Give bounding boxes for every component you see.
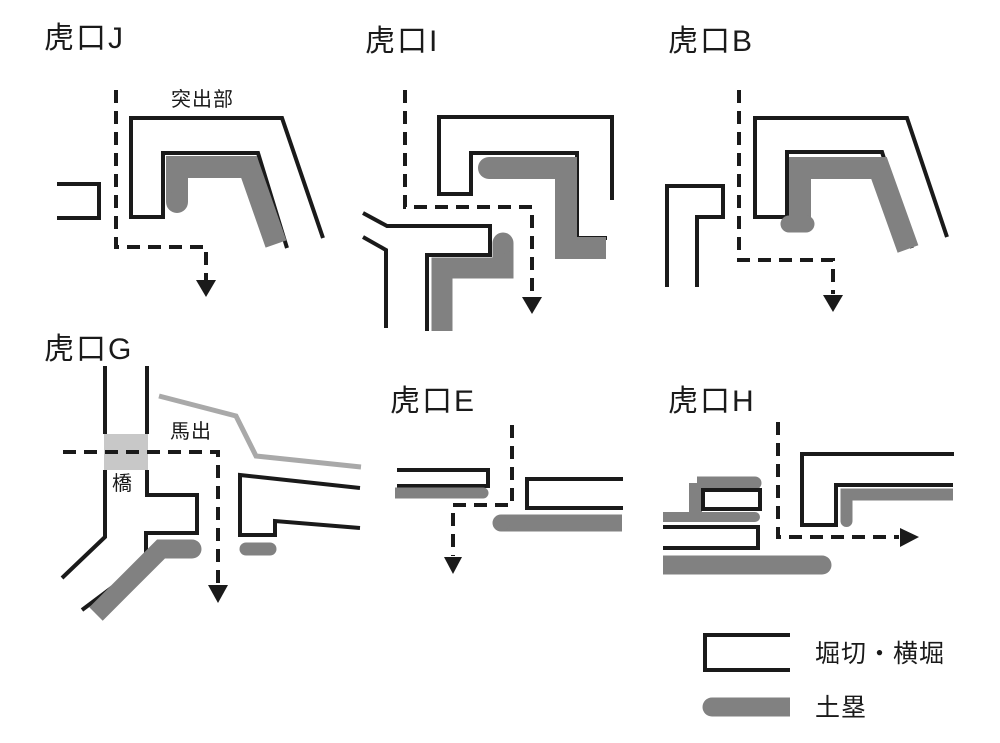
panel-koguchi-b: 虎口B bbox=[665, 25, 949, 312]
earthwork-g-round-end bbox=[182, 539, 202, 559]
route-dashed-b bbox=[737, 90, 835, 294]
moat-outline-i-lower-b bbox=[362, 235, 388, 328]
road-edge-left-g bbox=[60, 366, 107, 580]
earthwork-i-lower bbox=[431, 243, 514, 331]
moat-outline-b-left bbox=[665, 184, 725, 287]
moat-outline-b bbox=[753, 116, 949, 249]
legend-earthwork-label: 土塁 bbox=[815, 694, 867, 722]
panel-koguchi-h: 虎口H bbox=[663, 385, 954, 575]
earthwork-j-round-end bbox=[166, 191, 188, 213]
moat-outline-h-inner-rect bbox=[701, 488, 762, 511]
route-dashed-i bbox=[403, 90, 534, 296]
earthwork-i-lower-round-end bbox=[492, 232, 514, 254]
earthwork-i-upper-round-end bbox=[478, 157, 500, 179]
earthwork-i-upper bbox=[489, 157, 606, 259]
panel-koguchi-j: 虎口J 突出部 bbox=[44, 22, 325, 297]
panel-g-title: 虎口G bbox=[44, 333, 133, 366]
earthwork-h-mid-round-end bbox=[750, 512, 760, 522]
panel-j-protrusion-label: 突出部 bbox=[171, 88, 234, 111]
slope-line-g bbox=[158, 393, 362, 470]
panel-koguchi-i: 虎口I bbox=[362, 25, 614, 331]
moat-outline-i-lower-a bbox=[362, 211, 492, 331]
panel-h-title: 虎口H bbox=[668, 385, 756, 418]
legend-earthwork-round-end bbox=[702, 697, 722, 717]
moat-outline-small-j bbox=[57, 182, 101, 220]
moat-outline-e-right bbox=[525, 477, 623, 510]
panel-koguchi-g: 虎口G 馬出 橋 bbox=[44, 333, 362, 621]
legend: 堀切・横堀 土塁 bbox=[702, 633, 945, 722]
panel-g-bridge-label: 橋 bbox=[112, 472, 133, 495]
panel-j-title: 虎口J bbox=[44, 22, 125, 55]
legend-moat-symbol bbox=[703, 633, 790, 672]
route-arrowhead-e bbox=[444, 557, 462, 574]
earthwork-b bbox=[789, 157, 919, 253]
route-dashed-h bbox=[776, 422, 899, 539]
route-dashed-g bbox=[63, 450, 220, 584]
panel-g-umadashi-label: 馬出 bbox=[170, 420, 212, 443]
route-dashed-j bbox=[114, 90, 208, 280]
legend-moat-label: 堀切・横堀 bbox=[815, 640, 945, 668]
earthwork-e-right-round-end bbox=[492, 514, 510, 532]
route-arrowhead-i bbox=[522, 297, 542, 314]
route-arrowhead-b bbox=[823, 295, 843, 312]
route-arrowhead-j bbox=[196, 280, 216, 297]
earthwork-h-bottom-round-end bbox=[812, 555, 832, 575]
panel-i-title: 虎口I bbox=[365, 25, 439, 58]
route-arrowhead-g bbox=[208, 585, 228, 603]
earthwork-h-right-round-end bbox=[840, 515, 853, 527]
panel-b-title: 虎口B bbox=[668, 25, 754, 58]
earthwork-g-diagonal bbox=[89, 539, 192, 621]
earthwork-h-top-round-end bbox=[748, 476, 762, 490]
earthwork-j bbox=[166, 156, 287, 248]
moat-outline-j bbox=[129, 116, 325, 249]
earthwork-h-right bbox=[840, 488, 953, 521]
route-dashed-e bbox=[451, 425, 514, 556]
panel-koguchi-e: 虎口E bbox=[390, 385, 623, 574]
panel-e-title: 虎口E bbox=[390, 385, 476, 418]
moat-outline-g-right bbox=[238, 472, 361, 537]
moat-outline-e-left bbox=[397, 468, 490, 488]
moat-outline-h-lower-rect bbox=[663, 525, 760, 550]
moat-outline-h-right bbox=[800, 452, 954, 527]
earthwork-e-left-round-end bbox=[477, 487, 489, 499]
route-arrowhead-h bbox=[900, 528, 919, 547]
